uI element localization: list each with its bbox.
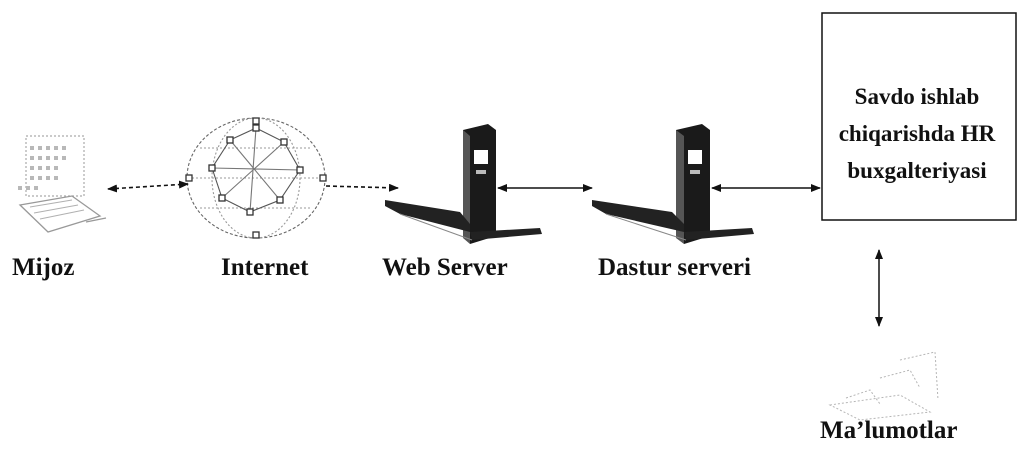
- database-label: Ma’lumotlar: [820, 417, 958, 444]
- business-box: [821, 12, 1017, 221]
- internet-label: Internet: [221, 254, 309, 281]
- business-box-line: buxgalteriyasi: [847, 158, 987, 183]
- server-tower-icon: [385, 124, 542, 244]
- connector-client-internet: [107, 180, 189, 193]
- database-icon: [828, 351, 939, 421]
- business-box-line: chiqarishda HR: [838, 121, 996, 146]
- laptop-icon: [18, 135, 107, 233]
- app-server-label: Dastur serveri: [598, 254, 751, 281]
- business-box-text: Savdo ishlab chiqarishda HR buxgalteriya…: [823, 78, 1011, 189]
- client-label: Mijoz: [12, 254, 75, 281]
- web-server-label: Web Server: [382, 254, 508, 281]
- business-box-line: Savdo ishlab: [854, 84, 980, 109]
- connector-internet-webserver: [325, 183, 399, 192]
- network-globe-icon: [185, 117, 327, 239]
- server-tower-icon: [592, 124, 754, 244]
